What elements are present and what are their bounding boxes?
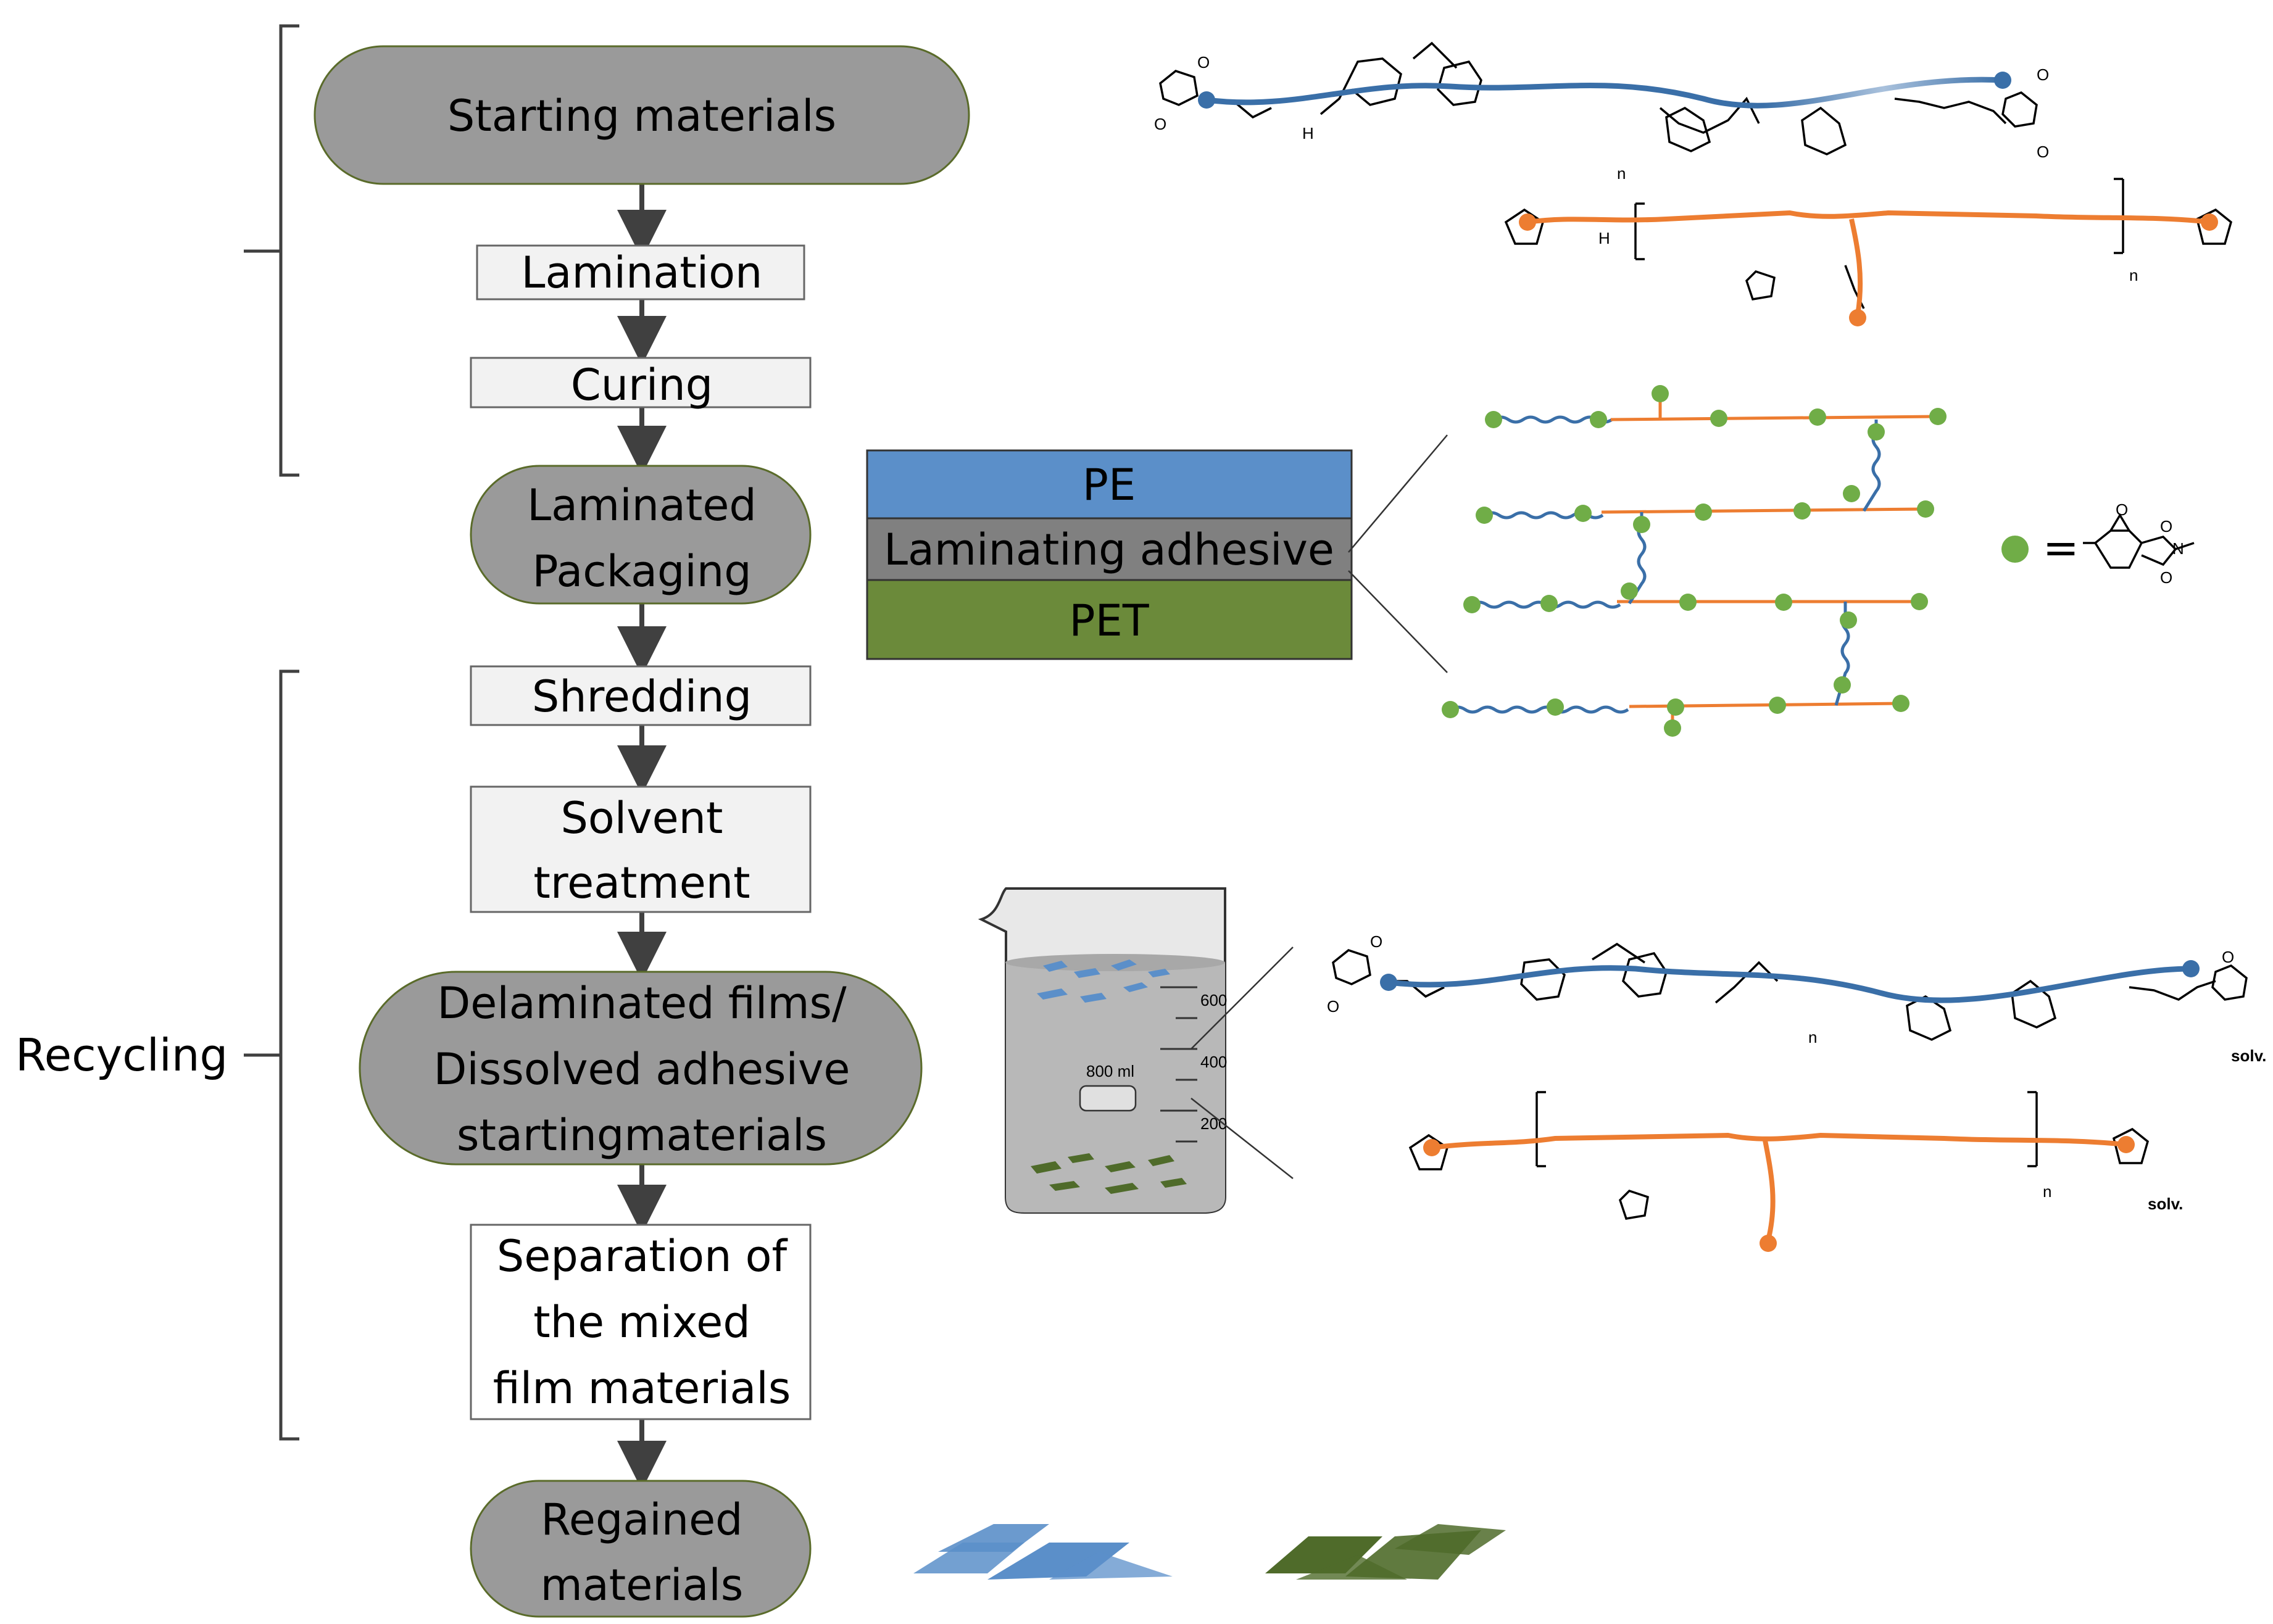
node-starting-materials-label: Starting materials <box>447 91 836 141</box>
node-regained: Regained materials <box>470 1480 812 1618</box>
furan-structure-dissolved: n solv. <box>1408 1091 2183 1252</box>
chem-top-o2: O <box>1154 115 1166 133</box>
legend-equals: = <box>2043 523 2079 573</box>
node-starting-materials: Starting materials <box>314 45 970 185</box>
chem-top-o3: O <box>2037 65 2049 84</box>
node-sep-line3: film materials <box>493 1363 791 1414</box>
node-laminated-line2: Packaging <box>532 546 751 597</box>
layer-pet <box>866 579 1353 660</box>
node-shredding-label: Shredding <box>532 671 752 722</box>
bracket-recycling <box>244 669 299 1441</box>
adduct-o-bridge: O <box>2116 500 2128 519</box>
chem-top-o1: O <box>1197 53 1210 72</box>
layer-pet-label: PET <box>1069 595 1149 646</box>
chem-top-o4: O <box>2037 143 2049 161</box>
floating-pe-flakes <box>1037 959 1170 1003</box>
chem-top-h1: H <box>1302 124 1314 143</box>
bracket-top <box>244 24 299 477</box>
chem-diss-o2: O <box>1327 997 1339 1016</box>
node-curing: Curing <box>470 357 812 410</box>
node-laminated-packaging: Laminated Packaging <box>470 465 812 605</box>
node-laminated-line1: Laminated <box>527 480 757 531</box>
legend-adduct: = O O O N <box>2001 500 2195 587</box>
adduct-o-bottom: O <box>2160 568 2172 587</box>
node-lamination: Lamination <box>476 244 805 300</box>
node-separation: Separation of the mixed film materials <box>470 1224 812 1420</box>
sunken-pet-flakes <box>1031 1153 1187 1194</box>
furan-structure-top: H n <box>1504 178 2233 326</box>
chem-diss-o3: O <box>2222 948 2234 966</box>
node-curing-label: Curing <box>571 360 713 410</box>
chem-furan-n1: n <box>2129 266 2138 284</box>
beaker-zoom-lines <box>1191 947 1294 1179</box>
chem-diss-solv2: solv. <box>2148 1195 2183 1213</box>
node-regained-line2: materials <box>541 1560 744 1610</box>
node-lamination-label: Lamination <box>522 247 763 298</box>
node-shredding: Shredding <box>470 665 812 726</box>
layer-adhesive-label: Laminating adhesive <box>884 524 1334 575</box>
node-solvent-treatment: Solvent treatment <box>470 785 812 913</box>
layer-pe <box>866 449 1353 520</box>
node-delam-line3: startingmaterials <box>457 1110 827 1161</box>
node-delaminated: Delaminated films/ Dissolved adhesive st… <box>359 971 923 1166</box>
beaker-mark-600: 600 <box>1200 991 1227 1009</box>
recycling-label: Recycling <box>15 1029 228 1081</box>
node-delam-line2: Dissolved adhesive <box>434 1044 850 1095</box>
node-solvent-line2: treatment <box>533 858 750 908</box>
node-sep-line1: Separation of <box>497 1231 788 1282</box>
beaker-icon: 800 ml 600 400 200 <box>978 887 1227 1214</box>
regained-pet-flakes <box>1265 1524 1506 1580</box>
bismaleimide-structure-top: O O H n O O <box>1154 41 2049 183</box>
chem-top-n1: n <box>1617 164 1626 183</box>
chem-furan-h1: H <box>1598 229 1610 247</box>
node-regained-line1: Regained <box>541 1494 742 1545</box>
chem-diss-solv1: solv. <box>2231 1046 2266 1065</box>
beaker-mark-400: 400 <box>1200 1053 1227 1071</box>
adduct-o-top: O <box>2160 517 2172 536</box>
node-delam-line1: Delaminated films/ <box>437 978 847 1029</box>
layer-pe-label: PE <box>1082 460 1136 510</box>
adduct-n: N <box>2172 539 2184 558</box>
bismaleimide-structure-dissolved: O O n O solv. <box>1327 932 2266 1065</box>
crosslinked-network <box>1442 385 1947 737</box>
node-solvent-line1: Solvent <box>560 793 723 843</box>
adduct-structure-icon <box>2083 513 2195 569</box>
node-sep-line2: the mixed <box>533 1297 750 1348</box>
chem-diss-o1: O <box>1370 932 1382 951</box>
layer-stack: PE Laminating adhesive PET <box>866 449 1353 660</box>
zoom-lines <box>1348 434 1448 673</box>
chem-diss-n2: n <box>2043 1182 2051 1201</box>
chem-diss-n1: n <box>1808 1028 1817 1046</box>
beaker-volume-label: 800 ml <box>1086 1062 1134 1080</box>
regained-pe-flakes <box>913 1524 1173 1580</box>
legend-green-node <box>2001 536 2029 563</box>
layer-adhesive <box>866 517 1353 581</box>
